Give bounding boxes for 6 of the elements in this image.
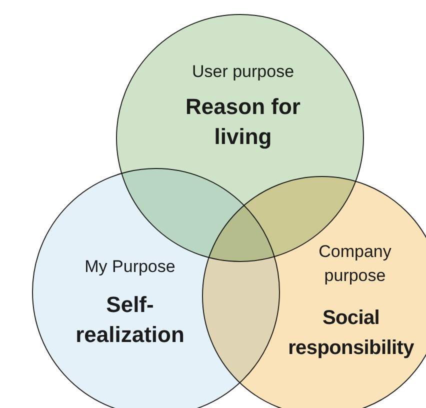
circle-label: User purpose [190,61,296,83]
circle-title: Reason for living [184,93,302,151]
circle-title: Self-realization [74,291,186,349]
circle-label: My Purpose [84,256,176,278]
circle-label: Company purpose [318,241,392,287]
circle-title: Social responsibility [287,306,415,361]
